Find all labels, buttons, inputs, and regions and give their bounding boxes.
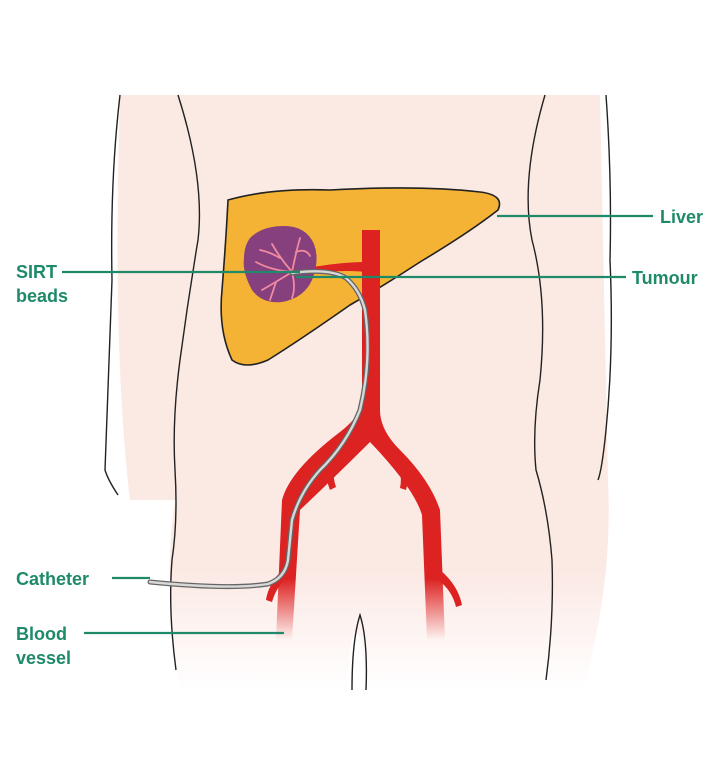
- liver-label: Liver: [660, 207, 703, 227]
- blood-vessel-label-line1: Blood: [16, 624, 67, 644]
- body-outline: [105, 95, 611, 690]
- sirt-label-line2: beads: [16, 286, 68, 306]
- blood-vessel-label-line2: vessel: [16, 648, 71, 668]
- tumour-label: Tumour: [632, 268, 698, 288]
- sirt-label-line1: SIRT: [16, 262, 57, 282]
- catheter-label: Catheter: [16, 569, 89, 589]
